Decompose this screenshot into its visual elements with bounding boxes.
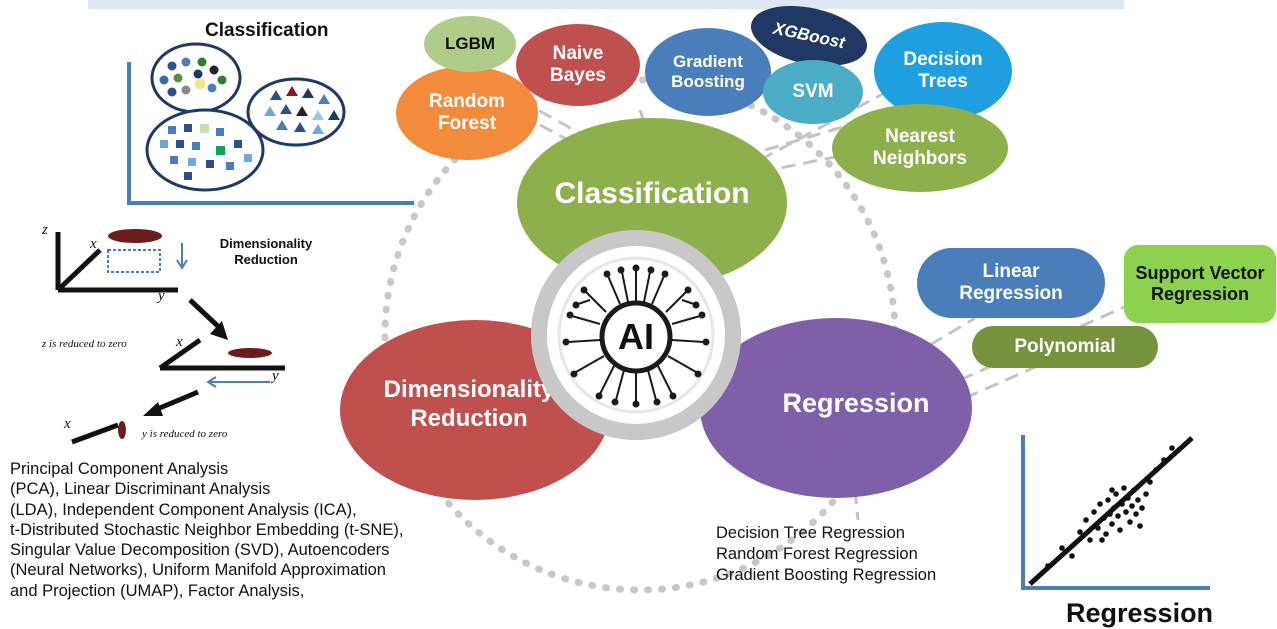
ai-label: AI <box>618 316 654 357</box>
regression-plot <box>1021 435 1210 590</box>
bubble-label: Nearest Neighbors <box>873 126 967 169</box>
pill-label: Support Vector Regression <box>1135 263 1265 304</box>
method-line: (LDA), Independent Component Analysis (I… <box>10 500 357 519</box>
bubble-gradient-boosting: Gradient Boosting <box>645 28 771 116</box>
method-line: (PCA), Linear Discriminant Analysis <box>10 480 271 499</box>
axis-y-label: y <box>158 288 165 304</box>
method-line: Gradient Boosting Regression <box>716 566 937 584</box>
axis-x-label: x <box>90 236 97 252</box>
method-line: Random Forest Regression <box>716 545 918 563</box>
method-line: Decision Tree Regression <box>716 524 905 542</box>
bubble-label: XGBoost <box>771 18 847 53</box>
bubble-label: LGBM <box>444 34 496 54</box>
classification-plot <box>127 42 414 205</box>
axis-z-label: z <box>42 222 48 238</box>
method-line: and Projection (UMAP), Factor Analysis, <box>10 581 305 600</box>
method-line: Singular Value Decomposition (SVD), Auto… <box>10 541 390 560</box>
z-reduced-note: z is reduced to zero <box>42 338 127 350</box>
bubble-lgbm: LGBM <box>424 16 516 72</box>
pill-polynomial: Polynomial <box>972 326 1158 368</box>
regression-panel-title: Regression <box>1066 598 1214 628</box>
bubble-random-forest: Random Forest <box>396 66 538 160</box>
bubble-label: Random Forest <box>429 91 505 134</box>
dimensionality-methods-list: Principal Component Analysis (PCA), Line… <box>10 459 403 601</box>
method-line: Principal Component Analysis <box>10 460 229 478</box>
dimensionality-reduction-label: Dimensionality Reduction <box>219 236 313 267</box>
axis-x-label-3: x <box>64 416 71 432</box>
dimensionality-sketch <box>55 229 285 445</box>
axis-y-label-2: y <box>272 368 279 384</box>
top-banner-strip <box>88 0 1124 9</box>
pill-label: Polynomial <box>1014 336 1116 358</box>
bubble-svm: SVM <box>763 60 863 124</box>
bubble-naive-bayes: Naive Bayes <box>516 24 640 106</box>
classification-circle-label: Classification <box>554 177 750 210</box>
dimensionality-circle-label: Dimensionality Reduction <box>383 376 555 432</box>
axis-x-label-2: x <box>176 334 183 350</box>
pill-linear-regression: Linear Regression <box>917 248 1105 318</box>
regression-methods-list: Decision Tree Regression Random Forest R… <box>716 523 936 586</box>
bubble-label: Gradient Boosting <box>671 52 745 91</box>
bubble-label: SVM <box>792 81 834 103</box>
method-line: (Neural Networks), Uniform Manifold Appr… <box>10 561 386 580</box>
pill-label: Linear Regression <box>959 261 1063 304</box>
bubble-decision-trees: Decision Trees <box>874 22 1012 120</box>
method-line: t-Distributed Stochastic Neighbor Embedd… <box>10 520 404 539</box>
classification-panel-title: Classification <box>205 20 329 41</box>
y-reduced-note: y is reduced to zero <box>142 428 228 440</box>
regression-circle: Regression <box>700 318 972 498</box>
pill-support-vector-regression: Support Vector Regression <box>1124 245 1276 323</box>
bubble-label: Naive Bayes <box>550 43 606 86</box>
regression-circle-label: Regression <box>782 387 930 418</box>
bubble-nearest-neighbors: Nearest Neighbors <box>832 104 1008 192</box>
bubble-label: Decision Trees <box>903 49 983 92</box>
